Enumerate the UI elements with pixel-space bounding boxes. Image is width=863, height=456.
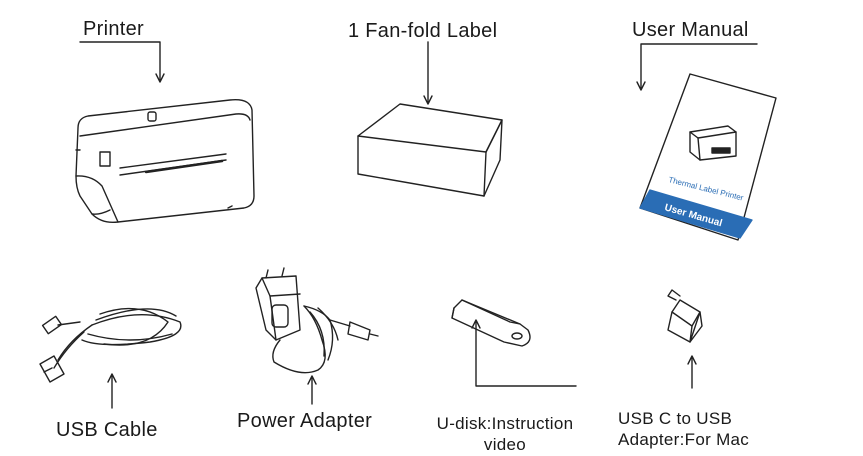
label-power-adapter: Power Adapter <box>237 410 373 432</box>
power-adapter-illustration <box>255 267 379 405</box>
label-usb-cable: USB Cable <box>56 419 158 441</box>
label-usbc-line2: Adapter:For Mac <box>618 430 750 449</box>
user-manual-illustration: Thermal Label Printer User Manual <box>636 43 777 241</box>
label-usbc-line1: USB C to USB <box>618 409 733 428</box>
label-user-manual: User Manual <box>632 19 749 41</box>
label-udisk: U-disk:Instruction video <box>420 413 590 455</box>
usbc-adapter-illustration <box>667 289 703 389</box>
label-printer: Printer <box>83 18 145 40</box>
usb-cable-illustration <box>39 307 182 409</box>
label-fan-fold-label: 1 Fan-fold Label <box>348 20 498 42</box>
printer-illustration <box>75 41 255 224</box>
label-usbc-adapter: USB C to USB Adapter:For Mac <box>618 408 768 450</box>
label-udisk-line2: video <box>483 435 527 454</box>
label-udisk-line1: U-disk:Instruction <box>436 414 574 433</box>
udisk-illustration <box>451 299 577 387</box>
label-box-illustration <box>357 41 503 197</box>
